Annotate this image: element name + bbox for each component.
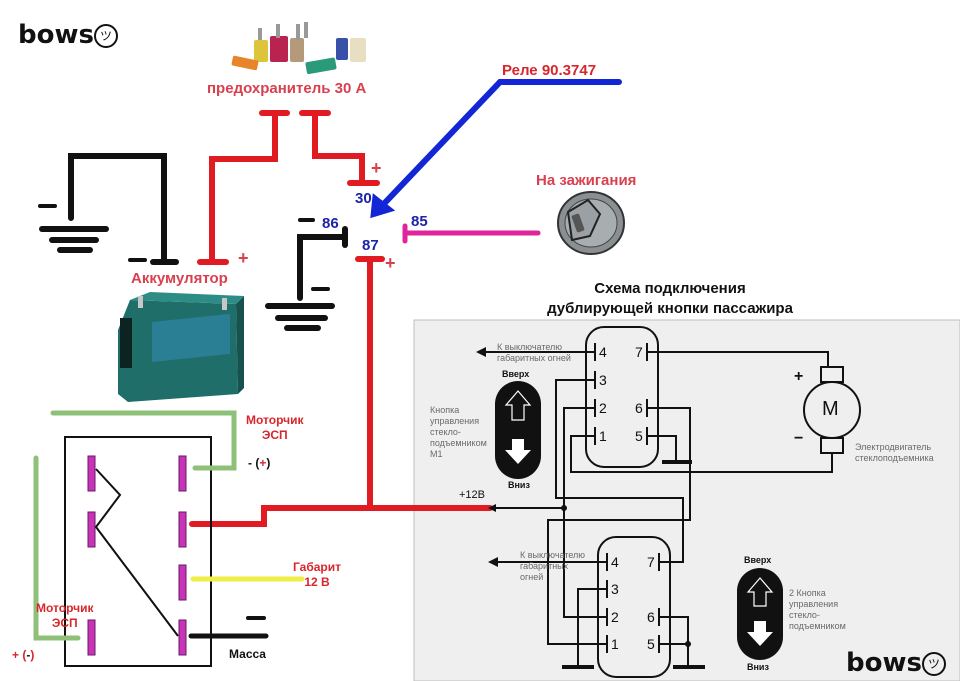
button2-pin-6: 6 (647, 609, 655, 625)
relay87-plus-sign: + (385, 253, 396, 273)
arrow-up-icon (746, 577, 774, 607)
ground-wires (38, 153, 348, 331)
scheme-wiring (482, 326, 861, 678)
motor-top-label: Моторчик ЭСП (246, 413, 304, 442)
switch-pin (178, 564, 187, 601)
button2-body (597, 536, 671, 678)
switch-pin (178, 455, 187, 492)
button2-up-label: Вверх (744, 555, 772, 565)
button2-description: 2 Кнопка управления стекло- подъемником (789, 588, 846, 631)
battery-label: Аккумулятор (131, 270, 228, 287)
button2-pin-5: 5 (647, 636, 655, 652)
button1-pin-4: 4 (599, 344, 607, 360)
switch-body (64, 436, 212, 667)
button1-to-lights-label: К выключателю габаритных огней (497, 342, 571, 363)
button1-pin-5: 5 (635, 428, 643, 444)
button2-icon (737, 568, 783, 660)
button1-down-label: Вниз (508, 480, 530, 490)
scheme-title: Схема подключения дублирующей кнопки пас… (547, 280, 793, 317)
relay-label: Реле 90.3747 (502, 62, 597, 79)
battery-plus-sign: + (238, 248, 249, 268)
parking-lights-label: Габарит 12 В (293, 560, 341, 589)
brand-text: bows (18, 20, 94, 50)
relay-pin-87: 87 (362, 237, 379, 254)
relay-pointer-arrow (370, 79, 622, 219)
wire-fuse-to-relay30 (312, 110, 365, 185)
relay-pin-86: 86 (322, 215, 339, 232)
button2-pin-2: 2 (611, 609, 619, 625)
smiley-icon: ツ (93, 23, 118, 48)
smiley-icon: ツ (921, 651, 946, 676)
relay30-plus-sign: + (371, 158, 382, 178)
motor-plus: + (794, 368, 804, 385)
motor-bottom-polarity: + (-) (12, 648, 35, 662)
button2-pin-4: 4 (611, 554, 619, 570)
ground-bar (673, 665, 705, 669)
button2-to-lights-label: К выключателю габаритных огней (520, 550, 586, 582)
motor-description: Электродвигатель стеклоподъемника (855, 442, 934, 463)
brand-text: bows (846, 648, 922, 678)
ground-label: Масса (229, 647, 266, 661)
button2-down-label: Вниз (747, 662, 769, 672)
arrow-to-lights-1 (476, 347, 486, 357)
button1-pin-3: 3 (599, 372, 607, 388)
button1-pin-7: 7 (635, 344, 643, 360)
arrow-up-icon (504, 390, 532, 421)
button1-body (585, 326, 659, 468)
wire-12v-bus (189, 505, 493, 527)
button1-pin-6: 6 (635, 400, 643, 416)
switch-pin (87, 511, 96, 548)
wire-relay86-ground (297, 234, 348, 301)
ground-bar (562, 665, 594, 669)
motor-minus: − (794, 430, 804, 447)
switch-pin (178, 619, 187, 656)
relay-pin-30: 30 (355, 190, 372, 207)
wire-battery-minus (68, 153, 167, 265)
fuse-image (231, 22, 366, 75)
arrow-12v (488, 504, 496, 512)
relay-pin-85: 85 (411, 213, 428, 230)
arrow-to-lights-2 (488, 557, 498, 567)
button1-description: Кнопка управления стекло- подъемником M1 (430, 405, 487, 459)
motor-bottom-label: Моторчик ЭСП (36, 601, 94, 630)
switch-pin (87, 619, 96, 656)
ground-bar (662, 460, 692, 464)
switch-jumper (94, 468, 179, 637)
ignition-label: На зажигания (536, 172, 637, 189)
arrow-down-icon (505, 439, 531, 464)
wire-motor-top (50, 410, 237, 471)
button1-pin-2: 2 (599, 400, 607, 416)
fuse-label: предохранитель 30 А (207, 80, 367, 97)
power-wires (189, 110, 493, 527)
motor-symbol: M (822, 398, 839, 420)
switch-pin (178, 511, 187, 548)
arrow-head (370, 193, 396, 219)
junction-dot (685, 641, 691, 647)
arrow-down-icon (747, 621, 773, 646)
wire-battery-to-fuse (209, 110, 278, 265)
ignition-wire (402, 223, 541, 244)
button2-pin-3: 3 (611, 581, 619, 597)
switch-pin (87, 455, 96, 492)
button1-pin-1: 1 (599, 428, 607, 444)
button1-up-label: Вверх (502, 369, 530, 379)
motor-top-polarity: - (+) (248, 456, 271, 470)
wire-motor-bottom (33, 455, 81, 641)
battery-image (118, 292, 244, 402)
junction-dot (561, 505, 567, 511)
ignition-switch-image (557, 191, 625, 255)
button2-pin-1: 1 (611, 636, 619, 652)
button2-pin-7: 7 (647, 554, 655, 570)
rocker-switch (64, 436, 212, 667)
supply-12v-label: +12В (459, 489, 485, 501)
button1-icon (495, 381, 541, 479)
